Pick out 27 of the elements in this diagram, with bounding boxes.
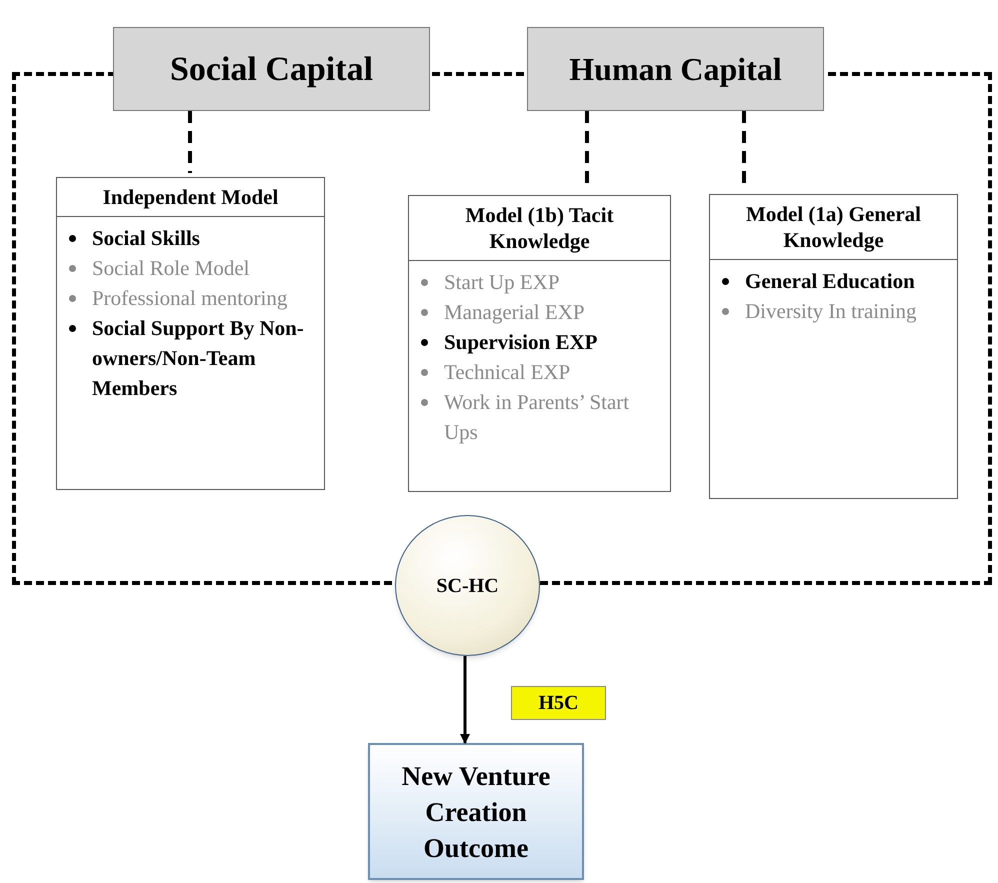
list-item: Professional mentoring [92, 285, 288, 312]
edge-label: H5C [511, 686, 606, 720]
heading-box [527, 27, 824, 111]
list-item: Social Support By Non-owners/Non-Team Members [92, 315, 305, 402]
list-item: Supervision EXP [444, 329, 598, 356]
dashed-connector [188, 111, 192, 173]
box-heading: Model (1b) Tacit Knowledge [409, 196, 670, 261]
node-label: SC-HC [436, 574, 499, 598]
arrow [460, 656, 470, 744]
node-label: New Venture Creation Outcome [400, 760, 552, 864]
node-label: Human Capital [569, 50, 782, 89]
heading-box [113, 27, 430, 111]
box-heading: Independent Model [57, 178, 324, 217]
list-item: Work in Parents’ Start Ups [444, 389, 630, 446]
list-item: Technical EXP [444, 359, 570, 386]
model-box [709, 194, 958, 499]
list-item: Start Up EXP [444, 269, 560, 296]
list-item: Diversity In training [745, 298, 916, 325]
box-heading: Model (1a) General Knowledge [710, 195, 957, 260]
list-item: General Education [745, 268, 915, 295]
model-box [56, 177, 325, 490]
list-item: Social Skills [92, 225, 200, 252]
node-label: Social Capital [170, 50, 374, 90]
list-item: Social Role Model [92, 255, 250, 282]
model-box [408, 195, 671, 492]
outcome-box [368, 743, 584, 880]
list-item: Managerial EXP [444, 299, 585, 326]
